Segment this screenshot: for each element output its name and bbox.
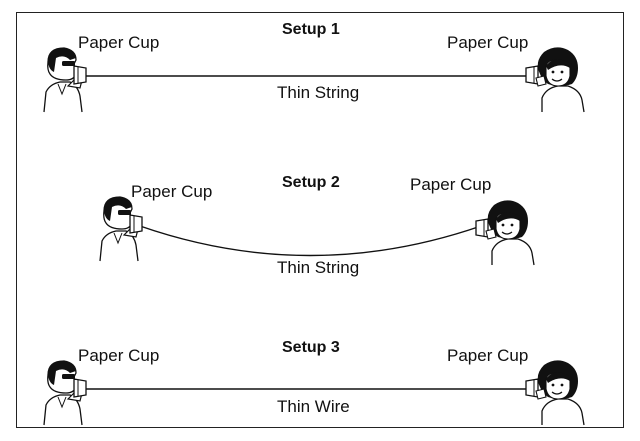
setup-3-right-cup-label: Paper Cup bbox=[447, 346, 529, 365]
girl-with-cup-icon bbox=[525, 47, 585, 113]
setup-3-left-cup-label: Paper Cup bbox=[78, 346, 160, 365]
diagram-frame bbox=[16, 12, 624, 428]
setup-2-line-label: Thin String bbox=[277, 258, 360, 277]
setup-3-line-label: Thin Wire bbox=[277, 397, 350, 416]
boy-with-cup-icon bbox=[43, 360, 87, 426]
setup-2-left-cup-label: Paper Cup bbox=[131, 182, 213, 201]
boy-with-cup-icon bbox=[99, 196, 143, 262]
setup-1-line-label: Thin String bbox=[277, 83, 360, 102]
setup-2-right-cup-label: Paper Cup bbox=[410, 175, 492, 194]
girl-with-cup-icon bbox=[525, 360, 585, 426]
setup-2-title: Setup 2 bbox=[282, 174, 340, 191]
girl-with-cup-icon bbox=[475, 200, 535, 266]
boy-with-cup-icon bbox=[43, 47, 87, 113]
setup-3-title: Setup 3 bbox=[282, 339, 340, 356]
setup-2-string bbox=[139, 225, 482, 257]
setup-1-right-cup-label: Paper Cup bbox=[447, 33, 529, 52]
setup-1-title: Setup 1 bbox=[282, 21, 340, 38]
setup-1-left-cup-label: Paper Cup bbox=[78, 33, 160, 52]
